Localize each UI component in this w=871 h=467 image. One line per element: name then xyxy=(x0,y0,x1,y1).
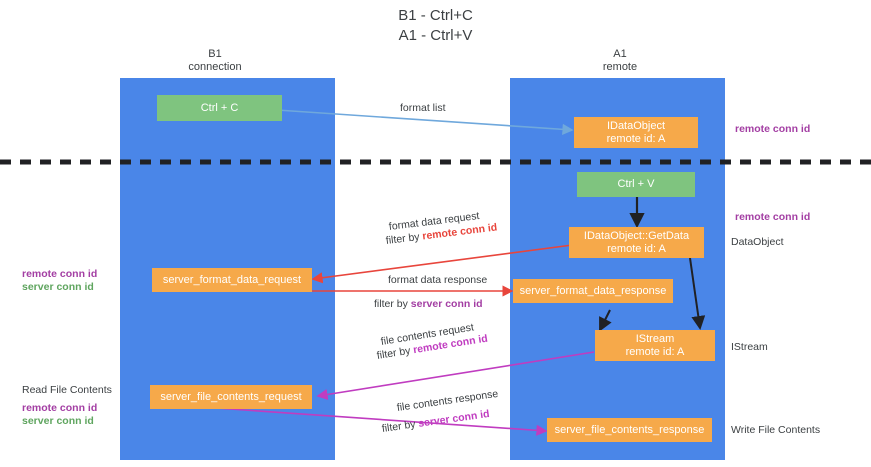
label-format-data-response-filter: filter by server conn id xyxy=(374,298,483,311)
label-left-remote-conn-id-mid: remote conn id xyxy=(22,268,98,280)
label-left-server-conn-id-bot: server conn id xyxy=(22,415,94,427)
box-ctrl-c[interactable]: Ctrl + C xyxy=(157,95,282,121)
box-server-file-contents-response[interactable]: server_file_contents_response xyxy=(547,418,712,442)
label-right-dataobject: DataObject xyxy=(731,236,784,248)
filter-prefix-text-4: filter by xyxy=(381,417,420,435)
column-heading-b1: B1 connection xyxy=(188,48,242,73)
label-right-remote-conn-id-top: remote conn id xyxy=(735,123,811,135)
label-right-istream: IStream xyxy=(731,341,768,353)
box-idataobject[interactable]: IDataObject remote id: A xyxy=(574,117,698,148)
label-right-write-file-contents: Write File Contents xyxy=(731,424,821,436)
column-heading-a1: A1 remote xyxy=(602,48,638,73)
filter-key-server-conn-id: server conn id xyxy=(410,298,483,310)
filter-key-server-conn-id-2: server conn id xyxy=(417,407,491,430)
label-left-remote-conn-id-bot: remote conn id xyxy=(22,402,98,414)
box-ctrl-v[interactable]: Ctrl + V xyxy=(577,172,695,197)
box-istream[interactable]: IStream remote id: A xyxy=(595,330,715,361)
box-server-format-data-response[interactable]: server_format_data_response xyxy=(513,279,673,303)
page-title: B1 - Ctrl+C A1 - Ctrl+V xyxy=(398,7,473,44)
label-right-remote-conn-id-mid: remote conn id xyxy=(735,211,811,223)
box-idataobject-getdata[interactable]: IDataObject::GetData remote id: A xyxy=(569,227,704,258)
filter-prefix-text-2: filter by xyxy=(374,298,411,310)
label-left-server-conn-id-mid: server conn id xyxy=(22,281,94,293)
box-server-file-contents-request[interactable]: server_file_contents_request xyxy=(150,385,312,409)
label-format-data-response: format data response xyxy=(388,274,488,286)
label-format-list: format list xyxy=(400,102,446,114)
box-server-format-data-request[interactable]: server_format_data_request xyxy=(152,268,312,292)
label-left-read-file-contents: Read File Contents xyxy=(22,384,112,396)
